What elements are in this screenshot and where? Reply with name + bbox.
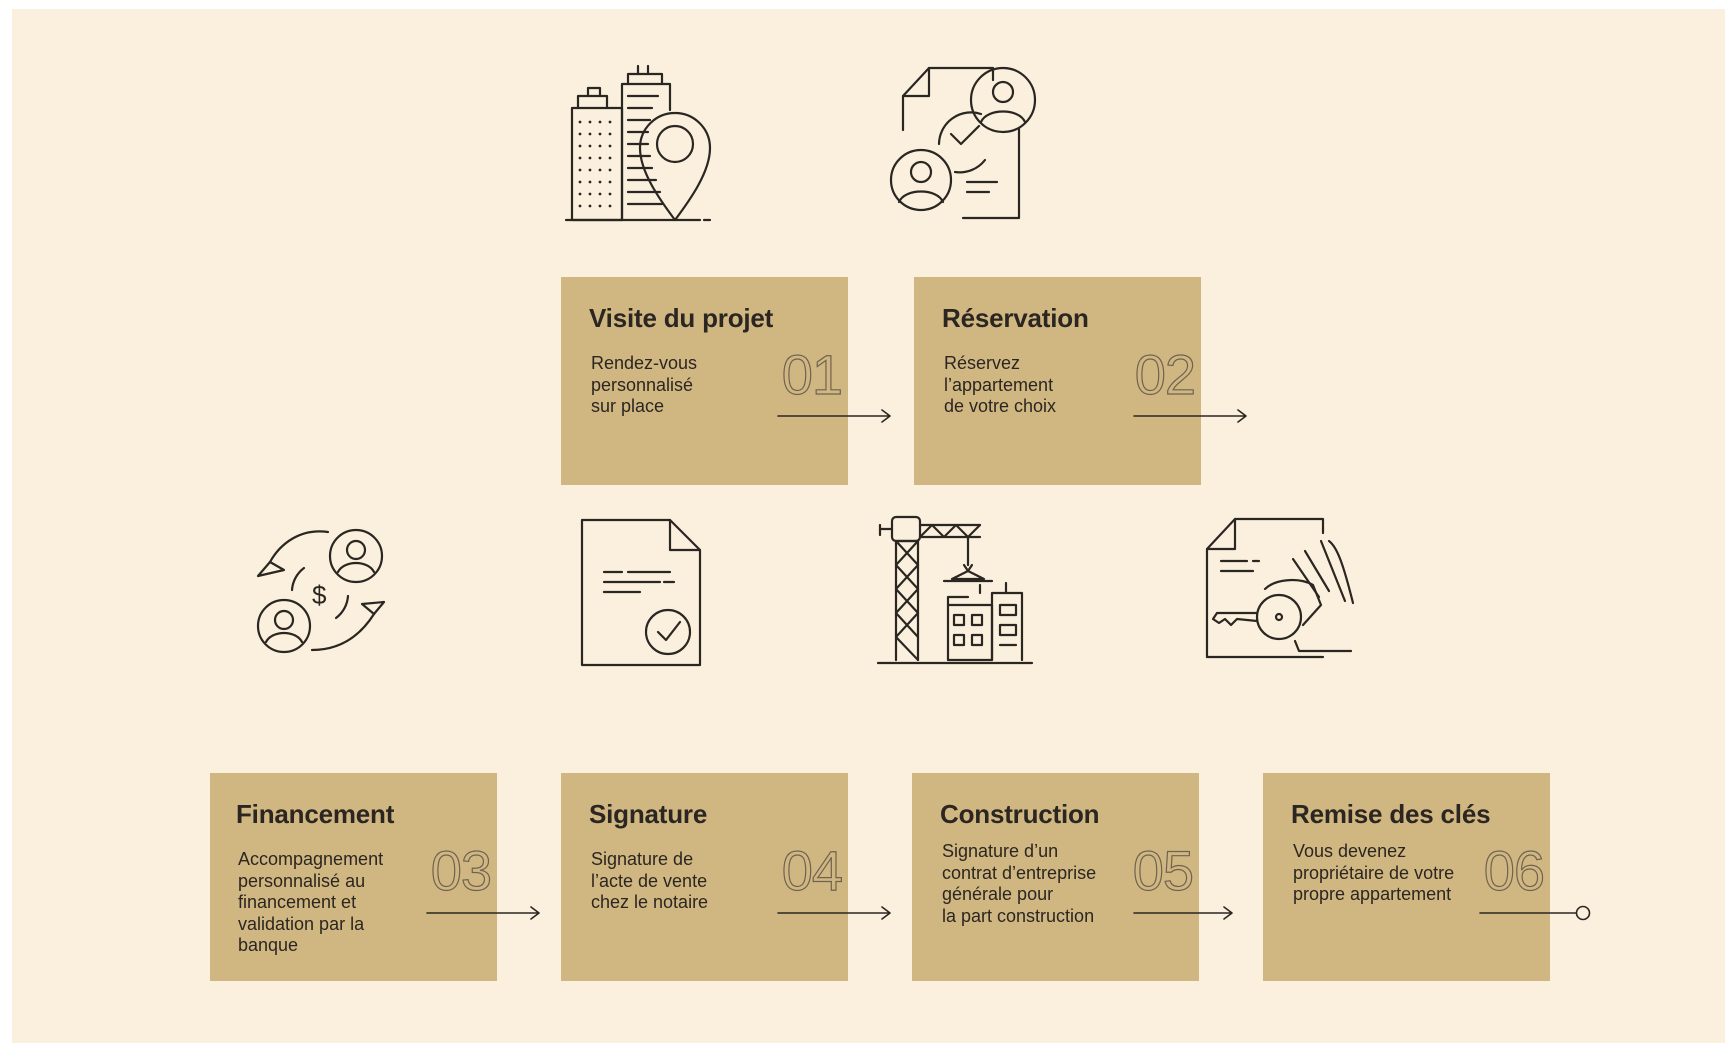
step-card-1: Visite du projet Rendez-vous personnalis… [561,277,848,485]
step-arrow-2 [1133,409,1248,423]
step-title: Construction [940,799,1100,829]
document-people-check-icon [885,60,1055,230]
step-title: Visite du projet [589,303,774,333]
step-arrow-5 [1133,906,1234,920]
crane-building-icon [876,505,1046,675]
step-card-2: Réservation Réservez l’appartement de vo… [914,277,1201,485]
step-description: Vous devenez propriétaire de votre propr… [1293,841,1455,904]
step-title: Financement [236,799,395,829]
step-card-6: Remise des clés Vous devenez propriétair… [1263,773,1550,981]
step-number: 02 [1134,343,1197,406]
step-description: Signature de l’acte de vente chez le not… [591,849,709,912]
step-arrow-1 [777,409,892,423]
step-card-5: Construction Signature d’un contrat d’en… [912,773,1199,981]
step-description: Signature d’un contrat d’entreprise géné… [942,841,1097,926]
step-arrow-3 [426,906,541,920]
end-circle-connector [1479,905,1592,921]
step-description: Rendez-vous personnalisé sur place [591,353,698,416]
step-arrow-4 [777,906,892,920]
signed-document-icon [560,510,730,680]
step-title: Remise des clés [1291,799,1491,829]
step-number: 05 [1132,839,1195,902]
step-title: Signature [589,799,708,829]
step-number: 04 [781,839,844,902]
svg-text:$: $ [312,580,327,610]
money-exchange-icon: $ [240,510,410,680]
step-description: Réservez l’appartement de votre choix [944,353,1057,416]
step-card-4: Signature Signature de l’acte de vente c… [561,773,848,981]
step-card-3: Financement Accompagnement personnalisé … [210,773,497,981]
step-number: 01 [781,343,844,406]
step-number: 06 [1483,839,1546,902]
step-number: 03 [430,839,493,902]
step-description: Accompagnement personnalisé au financeme… [238,849,384,955]
step-title: Réservation [942,303,1089,333]
key-handover-icon [1203,505,1373,675]
city-location-icon [562,60,732,230]
